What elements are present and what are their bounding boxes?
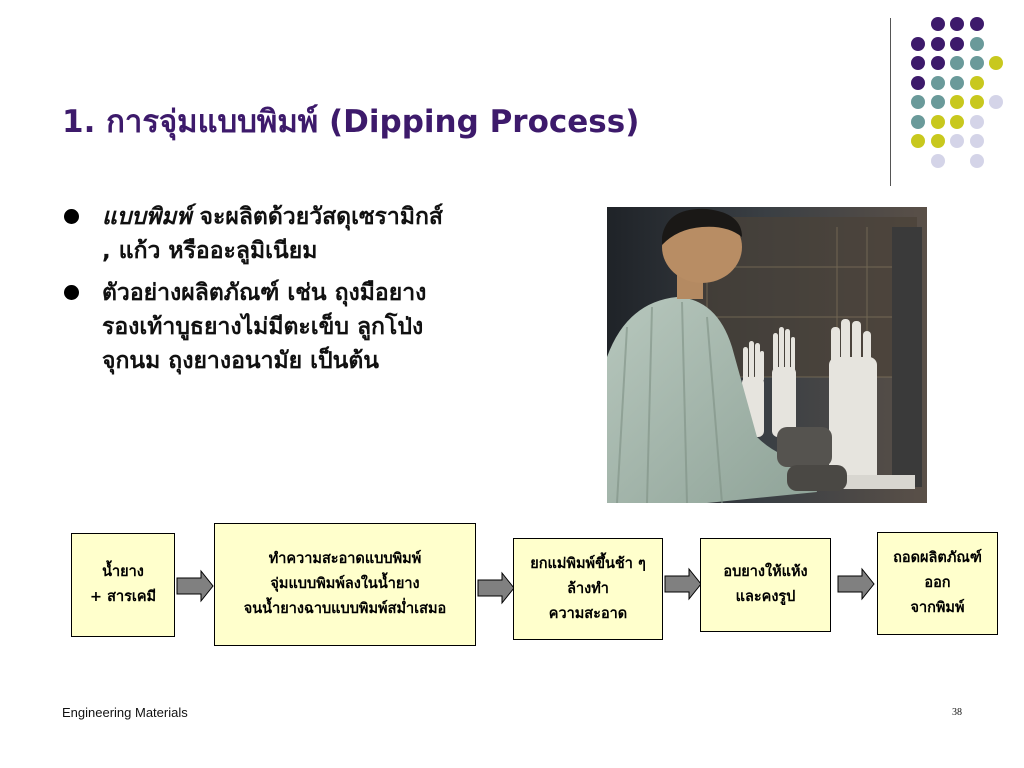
flow-step-line: ล้างทำ <box>567 580 609 597</box>
decorative-dot <box>930 134 945 148</box>
footer-course-name: Engineering Materials <box>62 705 188 720</box>
decorative-dot <box>969 36 984 51</box>
decorative-dot <box>930 56 945 70</box>
bullet-line-2: รองเท้าบูธยางไม่มีตะเข็บ ลูกโป่ง <box>102 314 424 340</box>
decorative-dot <box>930 95 945 109</box>
decorative-dot <box>969 75 984 90</box>
bullet-line-1: ตัวอย่างผลิตภัณฑ์ เช่น ถุงมือยาง <box>102 280 427 306</box>
bullet-icon <box>64 285 79 300</box>
decorative-dot <box>950 114 964 129</box>
slide-title: 1. การจุ่มแบบพิมพ์ (Dipping Process) <box>62 104 640 140</box>
decorative-dot <box>950 75 964 90</box>
decorative-dot <box>969 114 984 129</box>
flow-step-line: ออก <box>924 575 951 591</box>
decorative-dot <box>969 153 984 168</box>
decorative-dot <box>969 56 984 70</box>
decorative-dot <box>989 95 1003 109</box>
decorative-dot <box>930 75 945 90</box>
decorative-dot <box>930 17 945 31</box>
flow-step-line: น้ำยาง <box>102 564 144 580</box>
bullet-list: แบบพิมพ์ จะผลิตด้วยวัสดุเซรามิกส์ , แก้ว… <box>62 200 562 386</box>
flow-step-line: จนน้ำยางฉาบแบบพิมพ์สม่ำเสมอ <box>243 601 447 617</box>
bullet-item-mold-materials: แบบพิมพ์ จะผลิตด้วยวัสดุเซรามิกส์ , แก้ว… <box>62 200 562 268</box>
bullet-text-cont: , แก้ว หรืออะลูมิเนียม <box>102 238 318 264</box>
flow-step-strip-product: ถอดผลิตภัณฑ์ ออก จากพิมพ์ <box>877 532 998 635</box>
flow-step-line: + สารเคมี <box>89 589 157 605</box>
page-number: 38 <box>952 707 962 718</box>
bullet-line-3: จุกนม ถุงยางอนามัย เป็นต้น <box>102 348 380 374</box>
decorative-dot <box>989 56 1003 70</box>
flow-arrow-icon <box>664 567 702 601</box>
flow-arrow-icon <box>837 567 875 601</box>
decorative-dot <box>911 75 925 90</box>
flow-arrow-icon <box>176 569 214 603</box>
flow-step-line: จุ่มแบบพิมพ์ลงในน้ำยาง <box>270 576 420 592</box>
decorative-dot <box>950 36 964 51</box>
decorative-dot <box>930 153 945 168</box>
worker-dipping-photo <box>607 207 927 503</box>
flow-step-line: และคงรูป <box>735 589 796 605</box>
decorative-dot <box>950 134 964 148</box>
flow-step-line: ยกแม่พิมพ์ขึ้นช้า ๆ <box>530 555 646 572</box>
decorative-dot <box>911 36 925 51</box>
flow-step-line: ความสะอาด <box>548 605 628 622</box>
flow-arrow-icon <box>477 571 515 605</box>
decorative-dot <box>930 36 945 51</box>
flow-step-dry-cure: อบยางให้แห้ง และคงรูป <box>700 538 831 632</box>
photo-illustration <box>607 207 927 503</box>
decorative-dot <box>950 17 964 31</box>
decorative-dot <box>950 95 964 109</box>
flow-step-lift-wash: ยกแม่พิมพ์ขึ้นช้า ๆ ล้างทำ ความสะอาด <box>513 538 663 640</box>
flow-step-line: จากพิมพ์ <box>910 600 965 616</box>
bullet-item-product-examples: ตัวอย่างผลิตภัณฑ์ เช่น ถุงมือยาง รองเท้า… <box>62 276 562 378</box>
decorative-divider <box>890 18 891 186</box>
decorative-dot <box>911 95 925 109</box>
flow-step-line: ทำความสะอาดแบบพิมพ์ <box>268 551 422 567</box>
flow-step-clean-dip: ทำความสะอาดแบบพิมพ์ จุ่มแบบพิมพ์ลงในน้ำย… <box>214 523 476 646</box>
decorative-dot <box>911 134 925 148</box>
bullet-emphasis: แบบพิมพ์ <box>102 204 192 230</box>
flow-step-line: ถอดผลิตภัณฑ์ <box>893 550 982 566</box>
decorative-dot <box>950 56 964 70</box>
flow-step-line: อบยางให้แห้ง <box>723 564 808 580</box>
decorative-dot <box>969 134 984 148</box>
decorative-dot <box>969 17 984 31</box>
bullet-text: จะผลิตด้วยวัสดุเซรามิกส์ <box>191 204 443 230</box>
decorative-dot <box>969 95 984 109</box>
decorative-dot <box>911 114 925 129</box>
decorative-dot <box>911 56 925 70</box>
flow-step-latex-chemicals: น้ำยาง + สารเคมี <box>71 533 175 637</box>
decorative-dot <box>930 114 945 129</box>
bullet-icon <box>64 209 79 224</box>
